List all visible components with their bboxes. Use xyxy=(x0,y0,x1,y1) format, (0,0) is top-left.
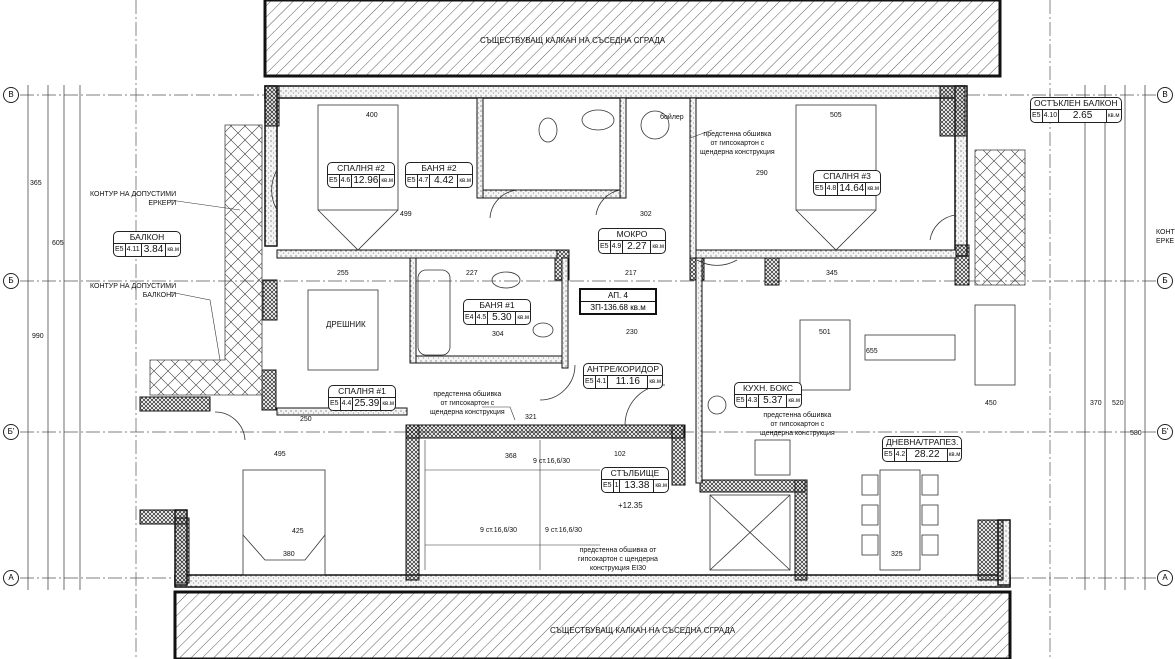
stair-run-label: 9 ст.16,6/30 xyxy=(545,527,583,534)
closet-label: ДРЕШНИК xyxy=(326,320,366,329)
dimension: 365 xyxy=(30,180,42,187)
dimension: 250 xyxy=(300,416,312,423)
exterior-walls xyxy=(174,85,1011,588)
axis-marker: Б' xyxy=(3,424,19,440)
door-swings xyxy=(214,169,956,441)
dimension: 102 xyxy=(614,451,626,458)
dimension: 302 xyxy=(640,211,652,218)
furniture xyxy=(242,104,1016,576)
dimension: 321 xyxy=(525,414,537,421)
dimension: 217 xyxy=(625,270,637,277)
level-mark: +12.35 xyxy=(618,501,643,510)
dimension: 505 xyxy=(830,112,842,119)
dimension: 380 xyxy=(283,551,295,558)
axis-marker: Б xyxy=(3,273,19,289)
dimension: 655 xyxy=(866,348,878,355)
axis-marker: А xyxy=(3,570,19,586)
neighbor-wall-top xyxy=(263,0,1002,78)
dimension: 580 xyxy=(1130,430,1142,437)
dimension: 255 xyxy=(337,270,349,277)
boiler-label: бойлер xyxy=(660,114,684,121)
interior-walls xyxy=(276,97,957,484)
dimension: 499 xyxy=(400,211,412,218)
neighbor-wall-label-top: СЪЩЕСТВУВАЩ КАЛКАН НА СЪСЕДНА СГРАДА xyxy=(480,36,666,45)
structural-columns xyxy=(139,85,1004,584)
dimension: 605 xyxy=(52,240,64,247)
axis-marker: Б' xyxy=(1157,424,1173,440)
dimension: 325 xyxy=(891,551,903,558)
dimension: 345 xyxy=(826,270,838,277)
axis-marker: В xyxy=(3,87,19,103)
dimension: 495 xyxy=(274,451,286,458)
staircase xyxy=(424,440,600,570)
dimension: 304 xyxy=(492,331,504,338)
balcony-right xyxy=(974,149,1026,286)
axis-marker: А xyxy=(1157,570,1173,586)
dimension: 227 xyxy=(466,270,478,277)
balcony-left xyxy=(149,124,263,396)
dimension: 520 xyxy=(1112,400,1124,407)
neighbor-wall-label-bottom: СЪЩЕСТВУВАЩ КАЛКАН НА СЪСЕДНА СГРАДА xyxy=(550,626,736,635)
axis-marker: В xyxy=(1157,87,1173,103)
dimension: 400 xyxy=(366,112,378,119)
dimension: 290 xyxy=(756,170,768,177)
stair-run-label: 9 ст.16,6/30 xyxy=(533,458,571,465)
dimension: 990 xyxy=(32,333,44,340)
neighbor-wall-bottom xyxy=(173,590,1012,659)
dimension: 230 xyxy=(626,329,638,336)
leader-lines xyxy=(169,129,713,421)
dimension: 370 xyxy=(1090,400,1102,407)
dimension: 425 xyxy=(292,528,304,535)
apartment-label: АП. 4 ЗП-136.68 кв.м xyxy=(579,288,657,315)
dimension-chains xyxy=(27,85,1146,590)
stair-run-label: 9 ст.16,6/30 xyxy=(480,527,518,534)
dimension: 501 xyxy=(819,329,831,336)
dimension: 450 xyxy=(985,400,997,407)
axis-marker: Б xyxy=(1157,273,1173,289)
dimension: 368 xyxy=(505,453,517,460)
